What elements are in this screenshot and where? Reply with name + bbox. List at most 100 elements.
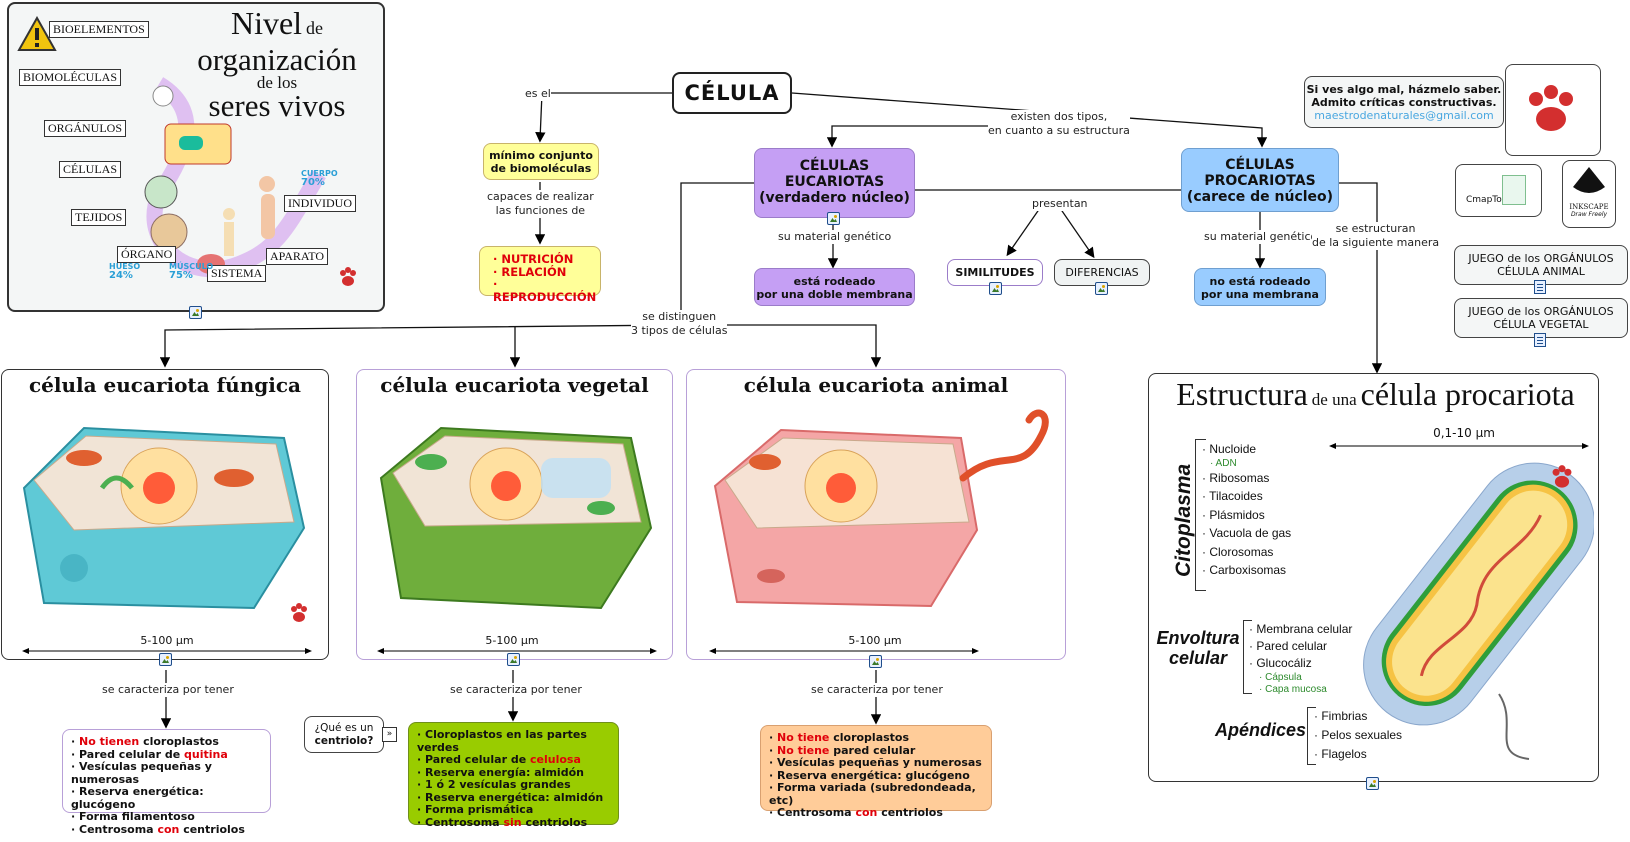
procariota-title-3: célula procariota (1360, 376, 1575, 412)
env-item-2: Glucocáliz (1256, 656, 1312, 670)
level-tejidos: TEJIDOS (71, 209, 127, 226)
cuerpo-label: CUERPO (301, 169, 338, 178)
procariotas-line-1: CÉLULAS (1225, 157, 1295, 173)
vegetal-item-1-pre: Pared celular de (425, 753, 530, 766)
cito-item-adn: · ADN (1210, 457, 1237, 469)
no-rodeado-line-1: no está rodeado (1209, 275, 1311, 288)
link-existen: existen dos tipos, en cuanto a su estruc… (988, 110, 1130, 138)
citoplasma-label: Citoplasma (1172, 463, 1195, 577)
musculo-label: MÚSCULO (169, 262, 214, 271)
procariota-size-arrow (1329, 443, 1589, 449)
bacterium-illustration (1363, 462, 1594, 760)
levels-image-icon[interactable] (189, 306, 202, 319)
fungica-item-5-rest: centriolos (179, 822, 245, 836)
vegetal-size: 5-100 µm (485, 634, 539, 647)
celula-main-node: CÉLULA (672, 72, 792, 114)
cito-item-6: Carboxisomas (1209, 563, 1287, 577)
animal-item-5-rest: centriolos (877, 806, 943, 819)
fungica-item-0-rest: cloroplastos (139, 735, 219, 748)
fungica-item-2: Vesículas pequeñas y numerosas (71, 760, 212, 786)
vegetal-image-icon[interactable] (507, 653, 520, 666)
doble-line-1: está rodeado (793, 275, 876, 288)
similitudes-image-icon[interactable] (989, 282, 1002, 295)
vegetal-item-6-pre: Centrosoma (425, 815, 504, 829)
fungica-item: · Centrosoma con centriolos (71, 822, 245, 836)
vegetal-item: · Forma prismática (417, 803, 534, 816)
fungica-item: · Reserva energética: glucógeno (71, 785, 204, 811)
no-rodeado-node: no está rodeado por una membrana (1194, 268, 1326, 306)
cmaptools-label: CmapTools (1466, 195, 1515, 205)
fungica-item-1-pre: Pared celular de (79, 747, 184, 761)
juego-vegetal-line-2: CÉLULA VEGETAL (1493, 318, 1589, 331)
juego-animal-line-2: CÉLULA ANIMAL (1497, 265, 1585, 278)
plant-cell-illustration (379, 426, 653, 610)
cito-item-carboxisomas: · Carboxisomas (1202, 563, 1287, 577)
minimo-line-2: de biomoléculas (490, 162, 592, 175)
animal-cell-illustration (713, 409, 1049, 608)
fungica-item: · Vesículas pequeñas y numerosas (71, 760, 212, 786)
animal-item-0-red: No tiene (777, 731, 830, 744)
animal-title: célula eucariota animal (743, 373, 1009, 397)
juego-vegetal-node[interactable]: JUEGO de los ORGÁNULOS CÉLULA VEGETAL (1454, 298, 1628, 338)
fungica-item-1-red: quitina (184, 747, 228, 761)
fungal-cell-illustration (22, 426, 306, 610)
paw-logo-icon (337, 266, 359, 288)
animal-item-4: Forma variada (subredondeada, etc) (769, 781, 976, 807)
juego-animal-doc-icon[interactable] (1534, 280, 1546, 294)
juego-vegetal-doc-icon[interactable] (1534, 333, 1546, 347)
vegetal-item: · 1 ó 2 vesículas grandes (417, 778, 571, 791)
animal-size-arrow (709, 648, 979, 654)
juego-animal-node[interactable]: JUEGO de los ORGÁNULOS CÉLULA ANIMAL (1454, 245, 1628, 285)
ap-item-2: Flagelos (1321, 747, 1367, 761)
feedback-email[interactable]: maestrodenaturales@gmail.com (1314, 109, 1494, 122)
feedback-box: Si ves algo mal, házmelo saber. Admito c… (1304, 76, 1504, 128)
eucariotas-line-1: CÉLULAS (799, 158, 870, 174)
link-material-pro: su material genético (1204, 230, 1318, 244)
feedback-line-2: Admito críticas constructivas. (1311, 96, 1497, 109)
vegetal-list: · Cloroplastos en las partes verdes · Pa… (409, 723, 618, 835)
vegetal-title: célula eucariota vegetal (380, 373, 649, 397)
maestro-naturales-logo (1505, 64, 1601, 156)
warning-icon (17, 15, 57, 52)
diferencias-image-icon[interactable] (1095, 282, 1108, 295)
animal-image-icon[interactable] (869, 655, 882, 668)
animal-item-3: Reserva energética: glucógeno (777, 768, 970, 782)
level-aparato: APARATO (266, 248, 329, 265)
fungica-size: 5-100 µm (140, 634, 194, 647)
animal-item: · Reserva energética: glucógeno (769, 768, 970, 782)
animal-list: · No tiene cloroplastos · No tiene pared… (761, 726, 991, 826)
fungica-image-icon[interactable] (159, 653, 172, 666)
envoltura-list: · Membrana celular · Pared celular · Glu… (1249, 621, 1352, 696)
eucariotas-image-icon[interactable] (827, 212, 840, 225)
animal-item: · Forma variada (subredondeada, etc) (769, 781, 976, 807)
inkscape-icon (1573, 167, 1605, 193)
animal-features: · No tiene cloroplastos · No tiene pared… (760, 725, 992, 819)
procariota-size: 0,1-10 µm (1433, 426, 1495, 440)
cito-item-5: Clorosomas (1209, 544, 1274, 559)
procariota-image-icon[interactable] (1366, 777, 1379, 790)
vegetal-item-6-rest: centriolos (521, 815, 588, 829)
envoltura-line-2: celular (1168, 648, 1228, 668)
levels-title-de: de (306, 18, 324, 38)
ap-item-0: Fimbrias (1321, 709, 1368, 723)
link-capaces-2: las funciones de (495, 204, 586, 217)
link-capaces-1: capaces de realizar (487, 190, 594, 203)
cito-item-plasmidos: · Plásmidos (1202, 507, 1265, 522)
level-celulas: CÉLULAS (59, 161, 121, 178)
animal-item-5-pre: Centrosoma (777, 806, 856, 819)
ap-item-1: Pelos sexuales (1321, 728, 1403, 742)
link-distinguen: se distinguen 3 tipos de células (631, 310, 728, 338)
link-capaces: capaces de realizar las funciones de (487, 190, 594, 218)
env-item-capsula: · Cápsula (1259, 672, 1302, 683)
doble-line-2: por una doble membrana (756, 288, 913, 301)
fungica-item: · No tienen cloroplastos (71, 735, 219, 748)
animal-panel: célula eucariota animal 5-100 µm (686, 369, 1066, 660)
levels-title: Nivel (230, 5, 303, 41)
centriolo-line-1: ¿Qué es un (314, 722, 374, 734)
centriolo-line-2: centriolo? (314, 735, 374, 747)
juego-animal-line-1: JUEGO de los ORGÁNULOS (1468, 252, 1614, 265)
fungica-panel: célula eucariota fúngica 5-100 µm (1, 369, 329, 660)
feedback-line-1: Si ves algo mal, házmelo saber. (1306, 83, 1502, 96)
inkscape-sub: Draw Freely (1570, 211, 1608, 218)
expand-icon[interactable]: » (382, 727, 397, 742)
